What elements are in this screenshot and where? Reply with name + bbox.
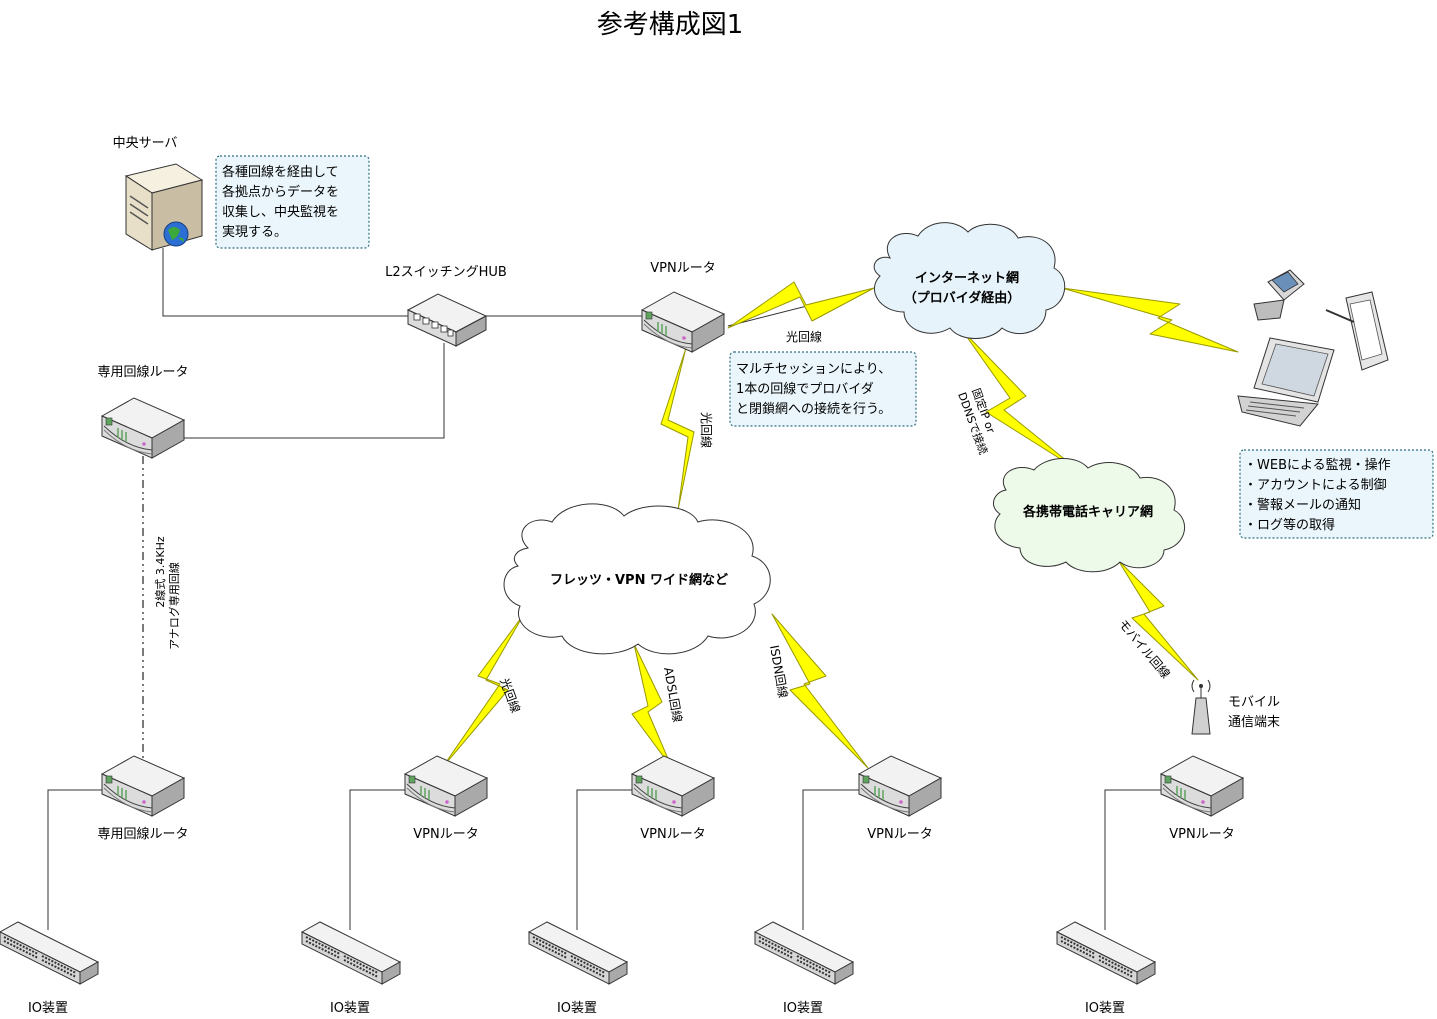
link-label-leased-2: アナログ専用回線 <box>167 562 181 650</box>
io-device-1-icon <box>0 921 99 985</box>
line-io4 <box>802 789 864 930</box>
io-device-4-label: IO装置 <box>783 1001 823 1016</box>
flets-cloud: フレッツ・VPN ワイド網など <box>503 503 771 655</box>
bolt-carrier-mobile <box>1117 559 1199 681</box>
wired-lines <box>47 248 1166 930</box>
web-note-line-4: ・ログ等の取得 <box>1244 517 1335 533</box>
vpn-router-top-label: VPNルータ <box>650 261 715 276</box>
io-device-2-label: IO装置 <box>330 1001 370 1016</box>
leased-router-top-icon <box>101 397 185 459</box>
web-note-line-2: ・アカウントによる制御 <box>1244 478 1387 493</box>
vpn-note-line-2: 1本の回線でプロバイダ <box>736 381 874 397</box>
line-io3 <box>576 789 637 930</box>
link-label-vpn-internet: 光回線 <box>786 329 822 344</box>
web-note-line-3: ・警報メールの通知 <box>1244 497 1361 513</box>
io-device-5-icon <box>1056 921 1156 985</box>
web-note-line-1: ・WEBによる監視・操作 <box>1244 457 1391 473</box>
vpn-router-3-label: VPNルータ <box>867 827 932 842</box>
server-note-line-4: 実現する。 <box>222 224 287 240</box>
mobile-phone-icon <box>1253 269 1305 321</box>
l2-hub-label: L2スイッチングHUB <box>385 265 507 280</box>
link-label-vpn-flets: 光回線 <box>699 412 714 448</box>
vpn-router-2-icon <box>631 755 715 817</box>
server-note-line-2: 各拠点からデータを <box>222 184 339 200</box>
io-device-3-label: IO装置 <box>557 1001 597 1016</box>
carrier-cloud-label: 各携帯電話キャリア網 <box>1022 504 1153 520</box>
bolt-vpn-flets <box>660 347 695 511</box>
link-label-leased-1: 2線式 3.4KHz <box>153 536 167 607</box>
vpn-router-3-icon <box>858 755 942 817</box>
mobile-terminal-label-1: モバイル <box>1228 695 1280 710</box>
internet-cloud-label-1: インターネット網 <box>915 270 1019 286</box>
bolt-flets-r2 <box>631 643 673 769</box>
server-note-line-1: 各種回線を経由して <box>222 164 339 180</box>
internet-cloud-label-2: （プロバイダ経由） <box>904 290 1020 306</box>
server-note: 各種回線を経由して 各拠点からデータを 収集し、中央監視を 実現する。 <box>215 155 370 249</box>
link-label-flets-r2: ADSL回線 <box>661 666 685 724</box>
line-io1 <box>47 789 107 930</box>
bolt-flets-r3 <box>771 613 869 769</box>
vpn-router-4-label: VPNルータ <box>1169 827 1234 842</box>
diagram-title: 参考構成図1 <box>597 10 744 40</box>
vpn-router-1-label: VPNルータ <box>413 827 478 842</box>
carrier-cloud: 各携帯電話キャリア網 <box>992 457 1185 573</box>
line-hub-leased <box>183 343 445 439</box>
io-device-1-label: IO装置 <box>28 1001 68 1016</box>
vpn-router-2-label: VPNルータ <box>640 827 705 842</box>
vpn-router-top-icon <box>641 291 725 353</box>
io-device-5-label: IO装置 <box>1085 1001 1125 1016</box>
internet-cloud: インターネット網 （プロバイダ経由） <box>873 222 1066 339</box>
leased-router-top-label: 専用回線ルータ <box>97 364 188 380</box>
bolt-internet-devices <box>1061 287 1239 353</box>
line-server-hub <box>162 248 412 317</box>
l2-hub-icon <box>407 293 487 347</box>
tablet-icon <box>1325 291 1389 371</box>
server-note-line-3: 収集し、中央監視を <box>222 204 339 220</box>
leased-router-bottom-icon <box>101 755 185 817</box>
flets-cloud-label: フレッツ・VPN ワイド網など <box>550 572 728 588</box>
io-device-4-icon <box>754 921 854 985</box>
server-label: 中央サーバ <box>113 136 178 151</box>
vpn-router-1-icon <box>404 755 488 817</box>
vpn-note-line-3: と閉鎖網への接続を行う。 <box>736 401 891 417</box>
vpn-router-4-icon <box>1160 755 1244 817</box>
link-label-flets-r3: ISDN回線 <box>767 644 791 699</box>
leased-router-bottom-label: 専用回線ルータ <box>97 826 188 842</box>
line-io2 <box>349 789 409 930</box>
web-note: ・WEBによる監視・操作 ・アカウントによる制御 ・警報メールの通知 ・ログ等の… <box>1239 449 1434 539</box>
antenna-icon <box>1191 679 1211 735</box>
laptop-icon <box>1237 337 1335 427</box>
io-device-2-icon <box>301 921 401 985</box>
line-io5 <box>1104 789 1166 930</box>
vpn-note-line-1: マルチセッションにより、 <box>736 362 891 377</box>
server-icon <box>124 163 204 251</box>
bolt-vpn-internet <box>727 281 875 329</box>
mobile-terminal-label-2: 通信端末 <box>1228 715 1280 730</box>
vpn-note: マルチセッションにより、 1本の回線でプロバイダ と閉鎖網への接続を行う。 <box>729 351 917 427</box>
io-device-3-icon <box>528 921 628 985</box>
